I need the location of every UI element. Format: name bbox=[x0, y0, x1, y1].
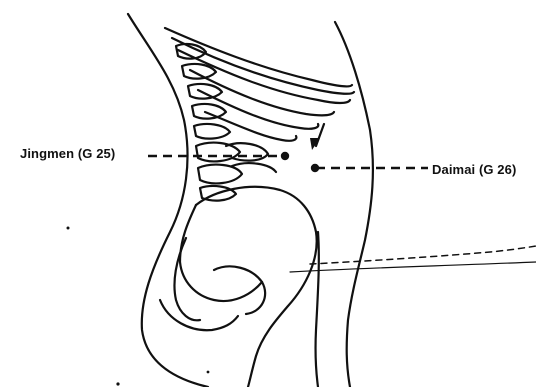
sacrum bbox=[174, 238, 200, 320]
femur-head bbox=[214, 266, 265, 314]
front-outline bbox=[335, 22, 373, 387]
speck bbox=[116, 382, 119, 385]
pelvis-lower bbox=[160, 300, 238, 330]
vertebra-5 bbox=[194, 124, 230, 139]
skin-crease bbox=[310, 246, 536, 264]
arrow-head bbox=[310, 138, 320, 150]
label-jingmen: Jingmen (G 25) bbox=[20, 146, 115, 161]
ilium-inner bbox=[180, 205, 262, 301]
point-daimai bbox=[311, 164, 319, 172]
vertebra-7 bbox=[198, 165, 242, 184]
speck bbox=[207, 371, 210, 374]
speck bbox=[67, 227, 70, 230]
point-jingmen bbox=[281, 152, 289, 160]
vertebra-4 bbox=[192, 104, 226, 119]
label-daimai: Daimai (G 26) bbox=[432, 162, 516, 177]
back-outline bbox=[128, 14, 208, 387]
rib-line-4 bbox=[190, 70, 334, 115]
vertebra-3 bbox=[188, 84, 222, 99]
